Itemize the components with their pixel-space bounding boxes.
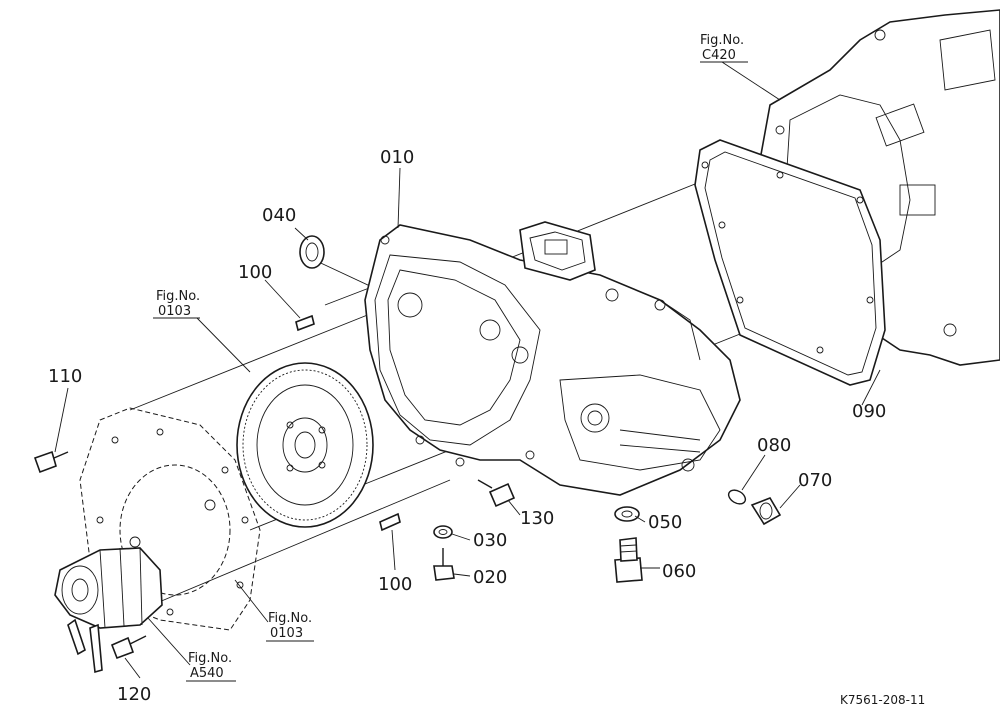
figure-ref-code: 0103 (158, 304, 191, 319)
bolt-110 (33, 450, 69, 474)
drawing-code: K7561-208-11 (840, 693, 925, 707)
callout-060: 060 (662, 561, 696, 582)
figure-ref-code: 0103 (270, 626, 303, 641)
callout-labels: 010 020 030 040 050 060 070 080 090 100 … (48, 147, 886, 705)
leader-lines (54, 61, 881, 682)
callout-130: 130 (520, 508, 554, 529)
flywheel (236, 362, 374, 528)
callout-070: 070 (798, 470, 832, 491)
callout-090: 090 (852, 401, 886, 422)
figure-ref-label: Fig.No. (156, 289, 200, 304)
oil-seal-040 (299, 235, 325, 269)
callout-080: 080 (757, 435, 791, 456)
figure-ref-code: C420 (702, 48, 736, 63)
callout-040: 040 (262, 205, 296, 226)
bolt-130 (477, 479, 516, 508)
callout-030: 030 (473, 530, 507, 551)
starter-motor (54, 536, 163, 674)
callout-120: 120 (117, 684, 151, 705)
clutch-housing-010 (364, 221, 741, 496)
figure-ref-label: Fig.No. (268, 611, 312, 626)
figure-ref-a540: Fig.No. A540 (188, 651, 232, 681)
figure-ref-0103-bottom: Fig.No. 0103 (268, 611, 312, 641)
bolt-020 (433, 548, 455, 581)
callout-010: 010 (380, 147, 414, 168)
drain-plug-060 (614, 537, 643, 583)
washer-030 (433, 525, 453, 539)
gasket-090 (694, 139, 886, 386)
dowel-pin-lower-100 (379, 512, 401, 532)
figure-ref-label: Fig.No. (188, 651, 232, 666)
engine-plate (79, 407, 261, 631)
callout-050: 050 (648, 512, 682, 533)
figure-ref-label: Fig.No. (700, 33, 744, 48)
plug-070 (750, 497, 782, 526)
figure-ref-c420: Fig.No. C420 (700, 33, 744, 63)
callout-100-upper: 100 (238, 262, 272, 283)
bolt-120 (110, 635, 147, 660)
callout-110: 110 (48, 366, 82, 387)
dowel-pin-upper-100 (295, 314, 315, 332)
callout-100-lower: 100 (378, 574, 412, 595)
figure-ref-code: A540 (190, 666, 224, 681)
figure-ref-0103-top: Fig.No. 0103 (156, 289, 200, 319)
washer-050 (614, 506, 640, 522)
o-ring-080 (727, 489, 747, 505)
callout-020: 020 (473, 567, 507, 588)
